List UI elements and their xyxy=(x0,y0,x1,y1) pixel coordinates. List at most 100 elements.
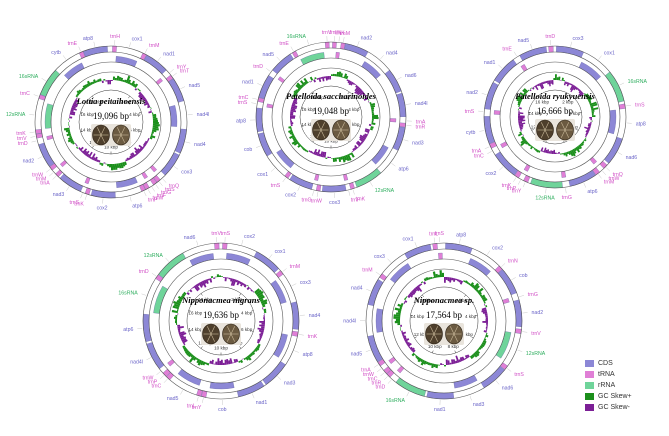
scale-tick xyxy=(301,107,304,109)
gc-skew-bar xyxy=(354,83,357,86)
gene-leader xyxy=(433,237,435,243)
gc-skew-bar xyxy=(98,159,101,163)
gc-skew-bar xyxy=(399,326,401,329)
gc-skew-bar xyxy=(536,149,539,153)
gc-skew-bar xyxy=(86,83,90,87)
gene-label: trnH xyxy=(110,34,120,40)
gc-skew-bar xyxy=(178,331,185,335)
legend-swatch-gc-skew-plus xyxy=(585,393,594,400)
gene-label: 12sRNA xyxy=(6,112,26,118)
gc-skew-bar xyxy=(228,277,231,280)
gene-label: 12sRNA xyxy=(535,195,555,201)
gene-label: trnF xyxy=(351,198,360,204)
gc-skew-bar xyxy=(139,94,144,99)
map-ring xyxy=(158,258,284,384)
genome-map: cox3cox116sRNAtrnSatp8nad6trnQtrnWtrnMat… xyxy=(465,34,648,201)
gc-skew-bar xyxy=(518,119,526,122)
scale-tick xyxy=(471,336,474,339)
gc-skew-bar xyxy=(343,73,348,79)
gc-skew-bar xyxy=(257,338,261,342)
gc-skew-bar xyxy=(195,284,200,291)
gene-block-trna xyxy=(46,134,54,141)
gc-skew-bar xyxy=(180,295,185,299)
gene-leader xyxy=(507,368,512,372)
gc-skew-bar xyxy=(308,150,311,153)
gc-skew-bar xyxy=(568,151,571,156)
gene-block-trna xyxy=(112,45,117,53)
gc-skew-bar xyxy=(108,163,111,168)
gene-label: nad3 xyxy=(473,402,485,408)
gene-leader xyxy=(160,375,164,380)
gc-skew-bar xyxy=(519,127,523,131)
gc-skew-bar xyxy=(177,295,184,301)
gene-label: trnM xyxy=(340,31,350,37)
gene-block-trna xyxy=(493,110,501,115)
gc-skew-bar xyxy=(355,84,358,88)
gc-skew-bar xyxy=(357,90,364,96)
gene-leader xyxy=(255,145,261,148)
gc-skew-bar xyxy=(354,145,358,150)
gc-skew-bar xyxy=(309,150,313,154)
gene-leader xyxy=(298,334,304,336)
scale-tick-label: 2 kbp xyxy=(456,298,468,303)
limpet-shell-photo xyxy=(535,119,575,141)
gene-label: nad4l xyxy=(130,360,143,366)
gc-skew-bar xyxy=(293,92,297,96)
gc-skew-bar xyxy=(180,336,187,341)
gc-skew-bar xyxy=(364,133,368,137)
gc-skew-bar xyxy=(402,335,407,339)
gc-skew-bar xyxy=(93,79,97,84)
gc-skew-bar xyxy=(309,80,312,83)
gene-block-cds xyxy=(273,333,288,358)
gc-skew-bar xyxy=(563,79,566,82)
gene-label: trnS xyxy=(514,372,524,378)
gc-skew-bar xyxy=(431,363,435,369)
gene-leader xyxy=(380,372,385,377)
gc-skew-bar xyxy=(561,153,564,155)
gc-skew-bar xyxy=(229,358,233,364)
gc-skew-bar xyxy=(235,279,239,283)
gc-skew-bar xyxy=(189,355,196,363)
gene-label: trnV xyxy=(17,136,27,142)
gene-label: trnD xyxy=(139,269,149,275)
scale-tick xyxy=(531,129,534,131)
gc-skew-bar xyxy=(146,139,149,142)
gc-skew-bar xyxy=(232,362,235,364)
map-ring xyxy=(255,41,407,193)
gc-skew-bar xyxy=(189,289,193,293)
gene-block-cds xyxy=(115,56,138,68)
gc-skew-bar xyxy=(580,142,584,146)
gc-skew-bar xyxy=(291,133,295,136)
gc-skew-bar xyxy=(314,77,317,80)
gc-skew-bar xyxy=(69,114,71,117)
gene-leader xyxy=(62,55,67,60)
gc-skew-bar xyxy=(340,156,343,160)
gc-skew-bar xyxy=(150,134,156,139)
gene-label: cox3 xyxy=(329,200,340,206)
gc-skew-bar xyxy=(295,89,299,93)
gc-skew-bar xyxy=(591,107,599,111)
gene-label: trnS xyxy=(434,231,444,237)
gc-skew-bar xyxy=(577,88,580,91)
gc-skew-bar xyxy=(134,147,141,154)
gc-skew-bar xyxy=(371,113,375,116)
gc-skew-bar xyxy=(564,152,568,157)
gene-block-trna xyxy=(167,359,175,367)
gene-leader xyxy=(365,349,371,353)
gc-skew-bar xyxy=(224,359,227,365)
gc-skew-bar xyxy=(259,335,263,339)
gc-skew-bar xyxy=(437,364,441,366)
gc-skew-bar xyxy=(518,110,520,113)
gene-leader xyxy=(570,41,572,47)
gc-skew-bar xyxy=(541,81,545,85)
gc-skew-bar xyxy=(534,85,539,91)
gc-skew-bar xyxy=(579,143,583,147)
gc-skew-bar xyxy=(369,101,372,105)
gc-skew-bar xyxy=(290,113,294,116)
gc-skew-bar xyxy=(520,138,527,144)
gene-block-trna xyxy=(599,160,608,169)
gc-skew-bar xyxy=(371,122,376,126)
gene-block-cds xyxy=(578,61,601,81)
gc-skew-bar xyxy=(152,122,159,125)
gene-block-trna xyxy=(324,41,330,49)
